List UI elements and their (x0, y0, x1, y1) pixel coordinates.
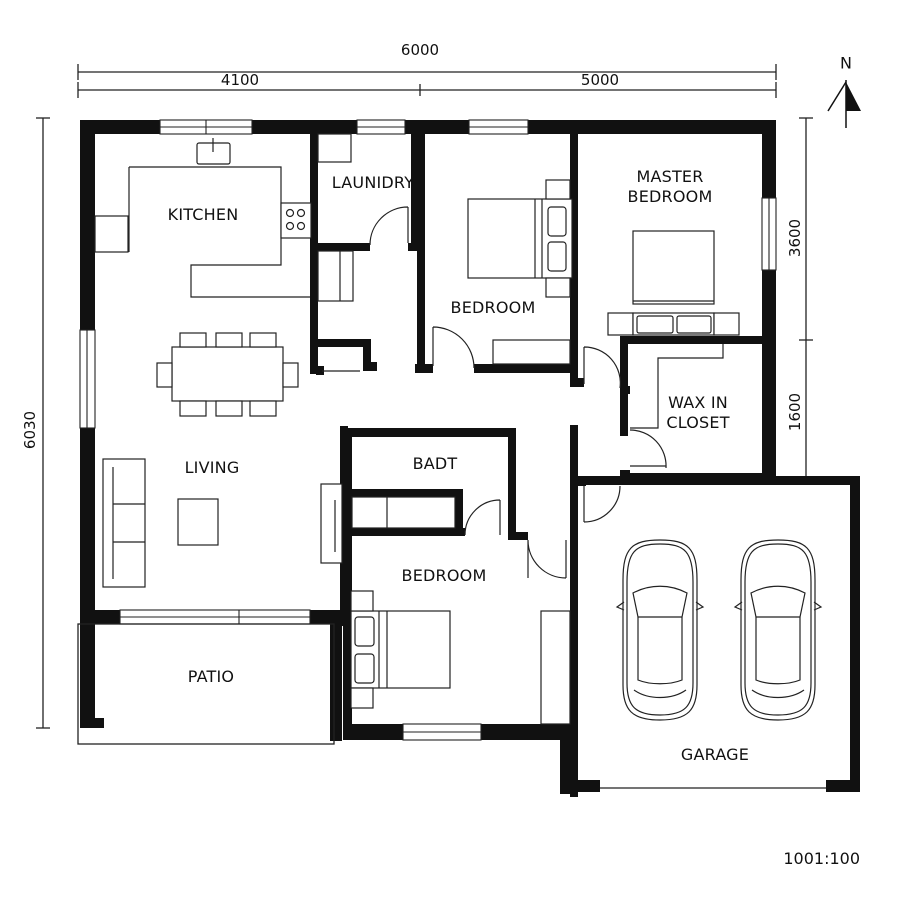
windows (79, 119, 777, 741)
doors (369, 206, 667, 579)
cars (615, 539, 823, 721)
room-label-bedroom-south: BEDROOM (401, 566, 487, 585)
dim-left-width: 4100 (220, 71, 260, 89)
room-label-living: LIVING (184, 458, 240, 477)
scale-label: 1001:100 (783, 849, 860, 868)
room-label-garage: GARAGE (680, 745, 750, 764)
master-bed-icon (632, 230, 715, 305)
dresser-icon (492, 339, 571, 365)
dim-overall-width: 6000 (400, 41, 440, 59)
dim-overall-depth: 6030 (21, 410, 39, 450)
coffee-table-icon (177, 498, 219, 546)
tv-unit-icon (320, 483, 343, 564)
north-label: N (840, 53, 852, 73)
washer-icon (317, 133, 352, 163)
door-garage (583, 485, 621, 523)
door-bedroom-south (527, 539, 567, 579)
door-laundry (369, 206, 409, 246)
dimension-lines (36, 64, 813, 729)
north-arrow-icon (827, 80, 861, 128)
dim-upper-right-depth: 3600 (786, 218, 804, 258)
wardrobe-icon (540, 610, 571, 725)
dining-table-icon (171, 346, 284, 402)
room-label-bedroom-north: BEDROOM (450, 298, 536, 317)
car-icon (615, 539, 705, 721)
room-label-patio: PATIO (187, 667, 235, 686)
furniture (94, 133, 740, 725)
sofa-icon (102, 458, 146, 588)
door-closet (629, 429, 667, 469)
door-bath (464, 499, 501, 536)
bathtub-icon (351, 496, 456, 529)
room-label-bathroom: BADT (412, 454, 458, 473)
door-master (583, 346, 621, 389)
room-label-kitchen: KITCHEN (167, 205, 239, 224)
door-bedroom-north (432, 326, 475, 369)
walls (80, 120, 860, 797)
room-label-master-bedroom: MASTER BEDROOM (627, 167, 713, 206)
car-icon (733, 539, 823, 721)
dim-lower-right-depth: 1600 (786, 392, 804, 432)
kitchen-counter (129, 166, 310, 298)
room-label-laundry: LAUNIDRY (331, 173, 415, 192)
dim-right-width: 5000 (580, 71, 620, 89)
outlines (77, 623, 826, 789)
dryer-icon (317, 250, 354, 302)
closet-shelf (630, 344, 724, 429)
room-label-walk-in-closet: WAX IN CLOSET (666, 393, 730, 432)
stove-icon (280, 202, 312, 239)
